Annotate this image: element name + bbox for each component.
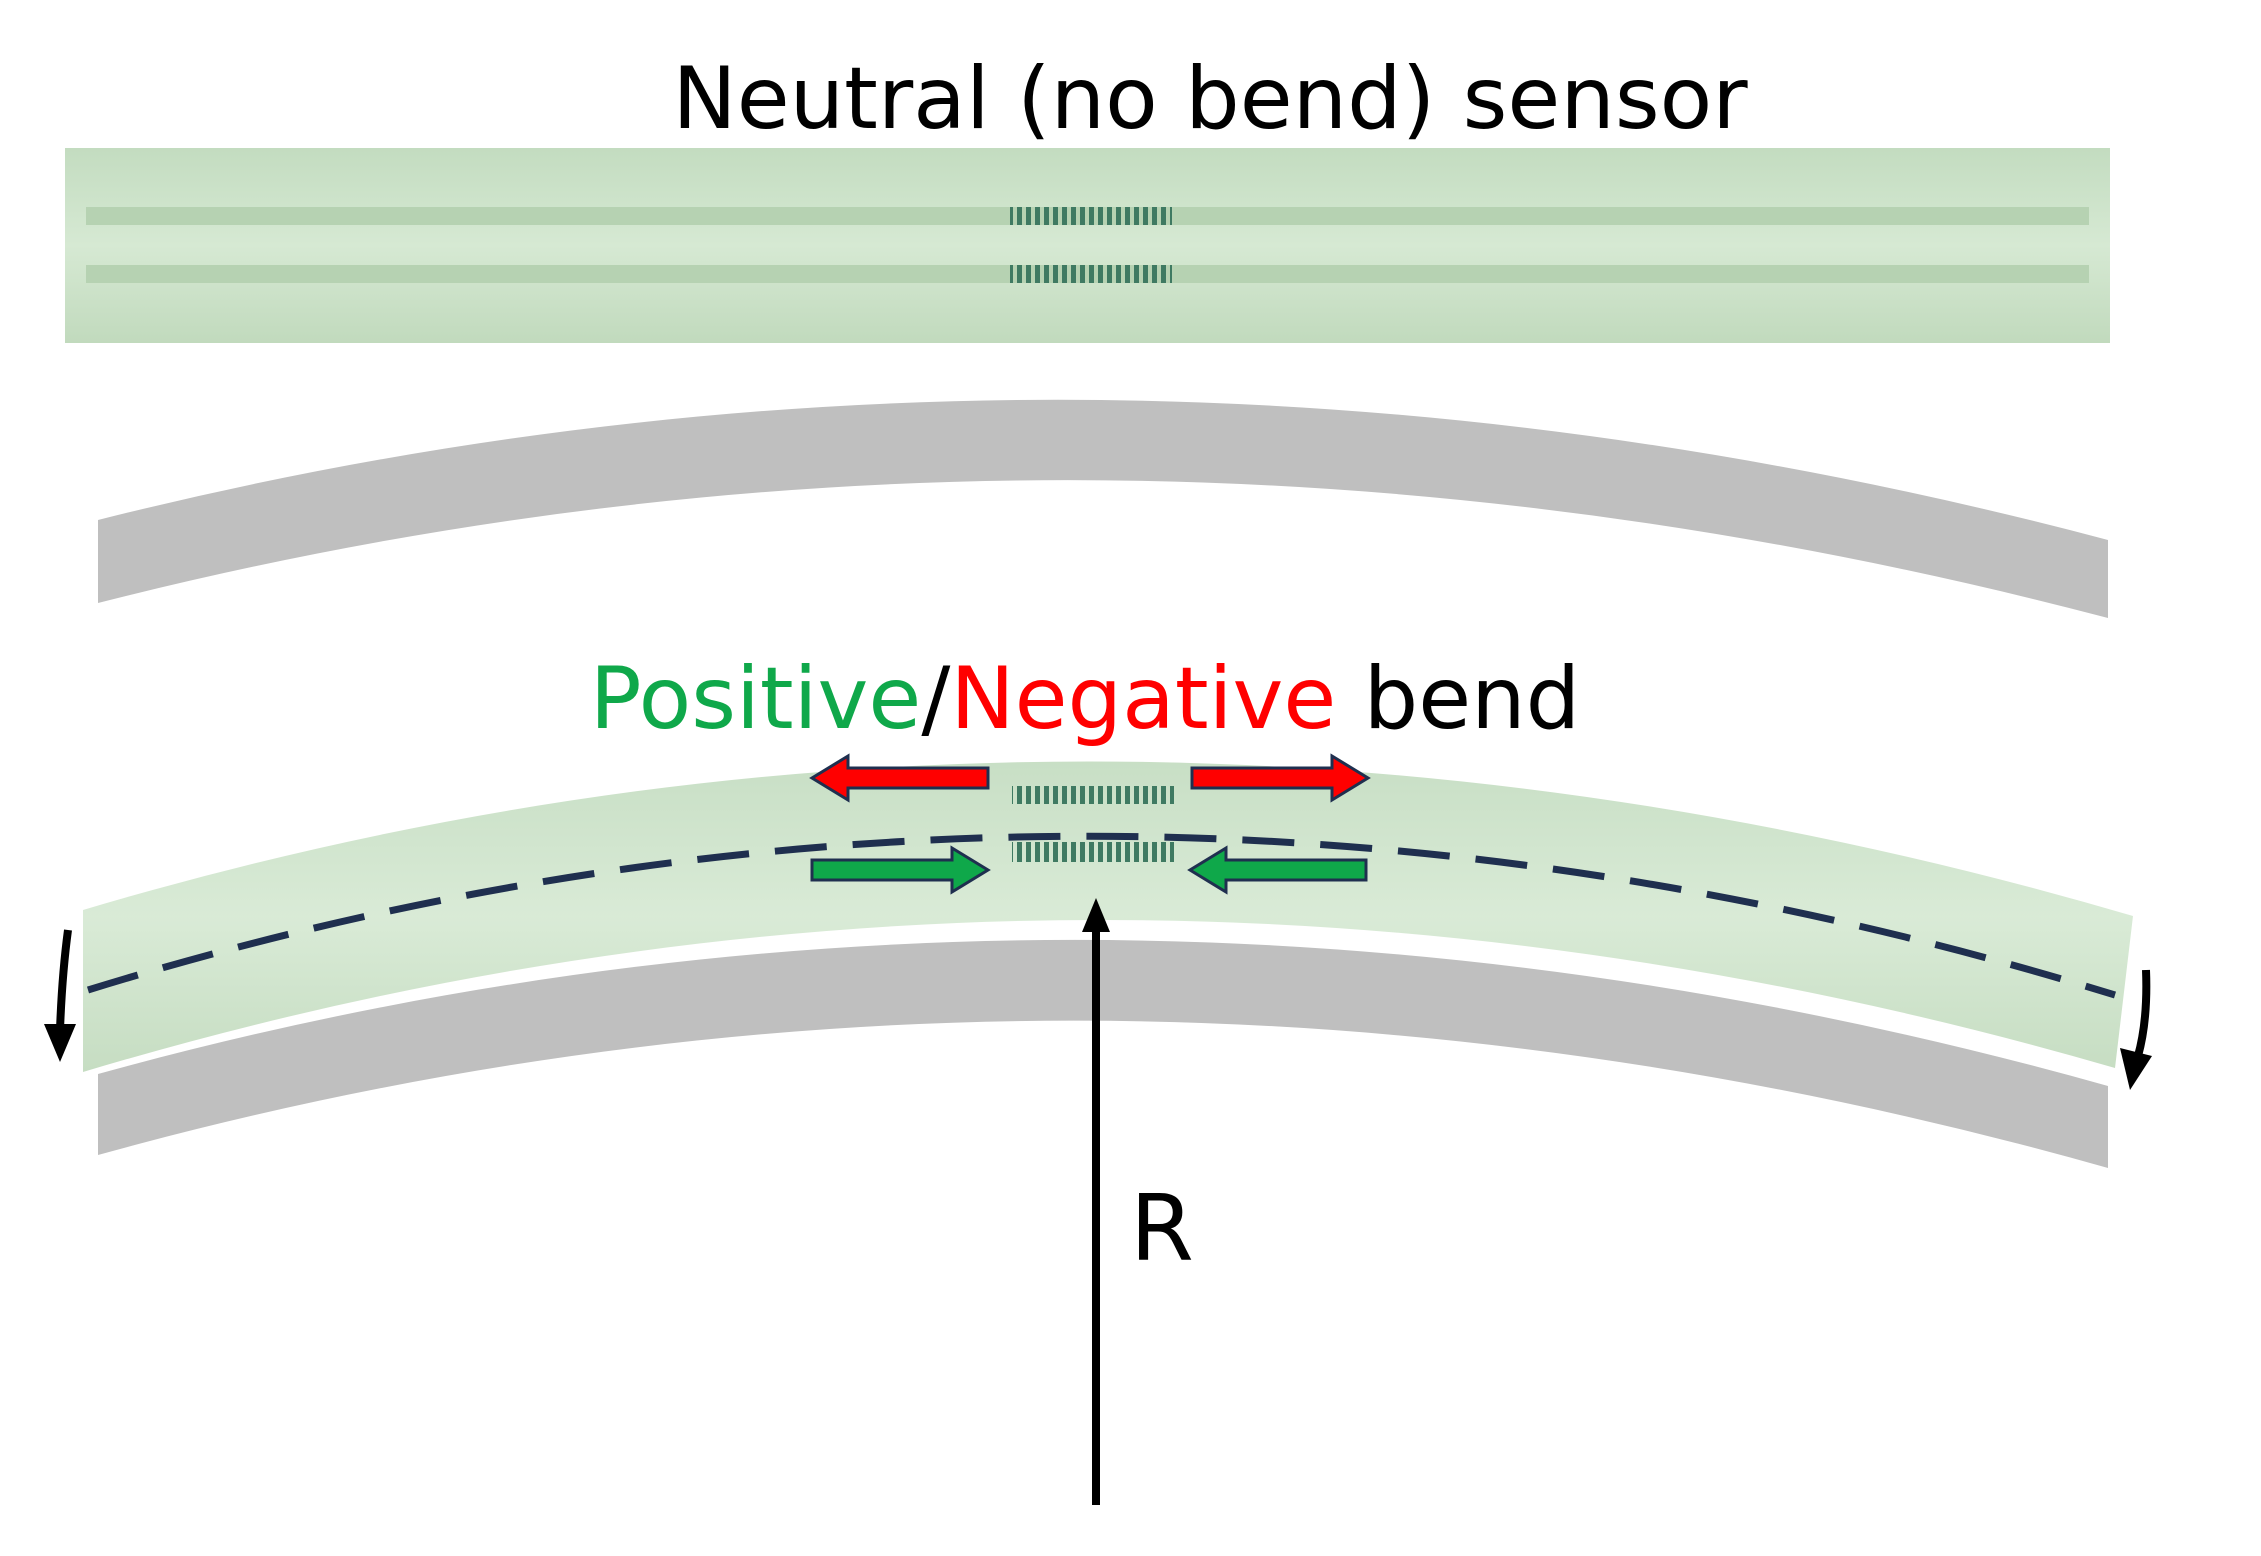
neutral-grating-bottom (1010, 265, 1172, 283)
green-arrow-right (810, 845, 991, 895)
neutral-sensor (65, 148, 2110, 343)
radius-label: R (1130, 1175, 1194, 1282)
red-arrow-right (1190, 753, 1371, 803)
bend-word: bend (1336, 649, 1580, 749)
neutral-sensor-body (65, 148, 2110, 343)
right-rotation-arrowhead (2120, 1048, 2152, 1090)
positive-word: Positive (590, 649, 922, 749)
negative-word: Negative (950, 649, 1336, 749)
bent-sensor-body (83, 761, 2133, 1072)
neutral-grating-top (1010, 207, 1172, 225)
left-rotation-arrowhead (44, 1024, 76, 1062)
radius-arrowhead (1082, 898, 1110, 932)
left-rotation-arrow (44, 929, 76, 1062)
neutral-axis-dashed (86, 832, 2117, 999)
tension-arrows (809, 753, 1371, 803)
compression-arrows (810, 845, 1368, 895)
slash: / (921, 649, 950, 749)
red-arrow-left (809, 753, 990, 803)
bent-grating-top (1012, 786, 1174, 804)
bend-title: Positive/Negative bend (590, 649, 1580, 749)
bent-sensor (83, 761, 2133, 1072)
radius-arrow (1082, 898, 1110, 1505)
neutral-substrate (98, 399, 2108, 618)
green-arrow-left (1187, 845, 1368, 895)
bent-substrate (98, 939, 2108, 1168)
right-rotation-arrow (2120, 969, 2152, 1090)
neutral-title: Neutral (no bend) sensor (672, 49, 1748, 149)
bent-grating-bottom (1012, 842, 1174, 862)
